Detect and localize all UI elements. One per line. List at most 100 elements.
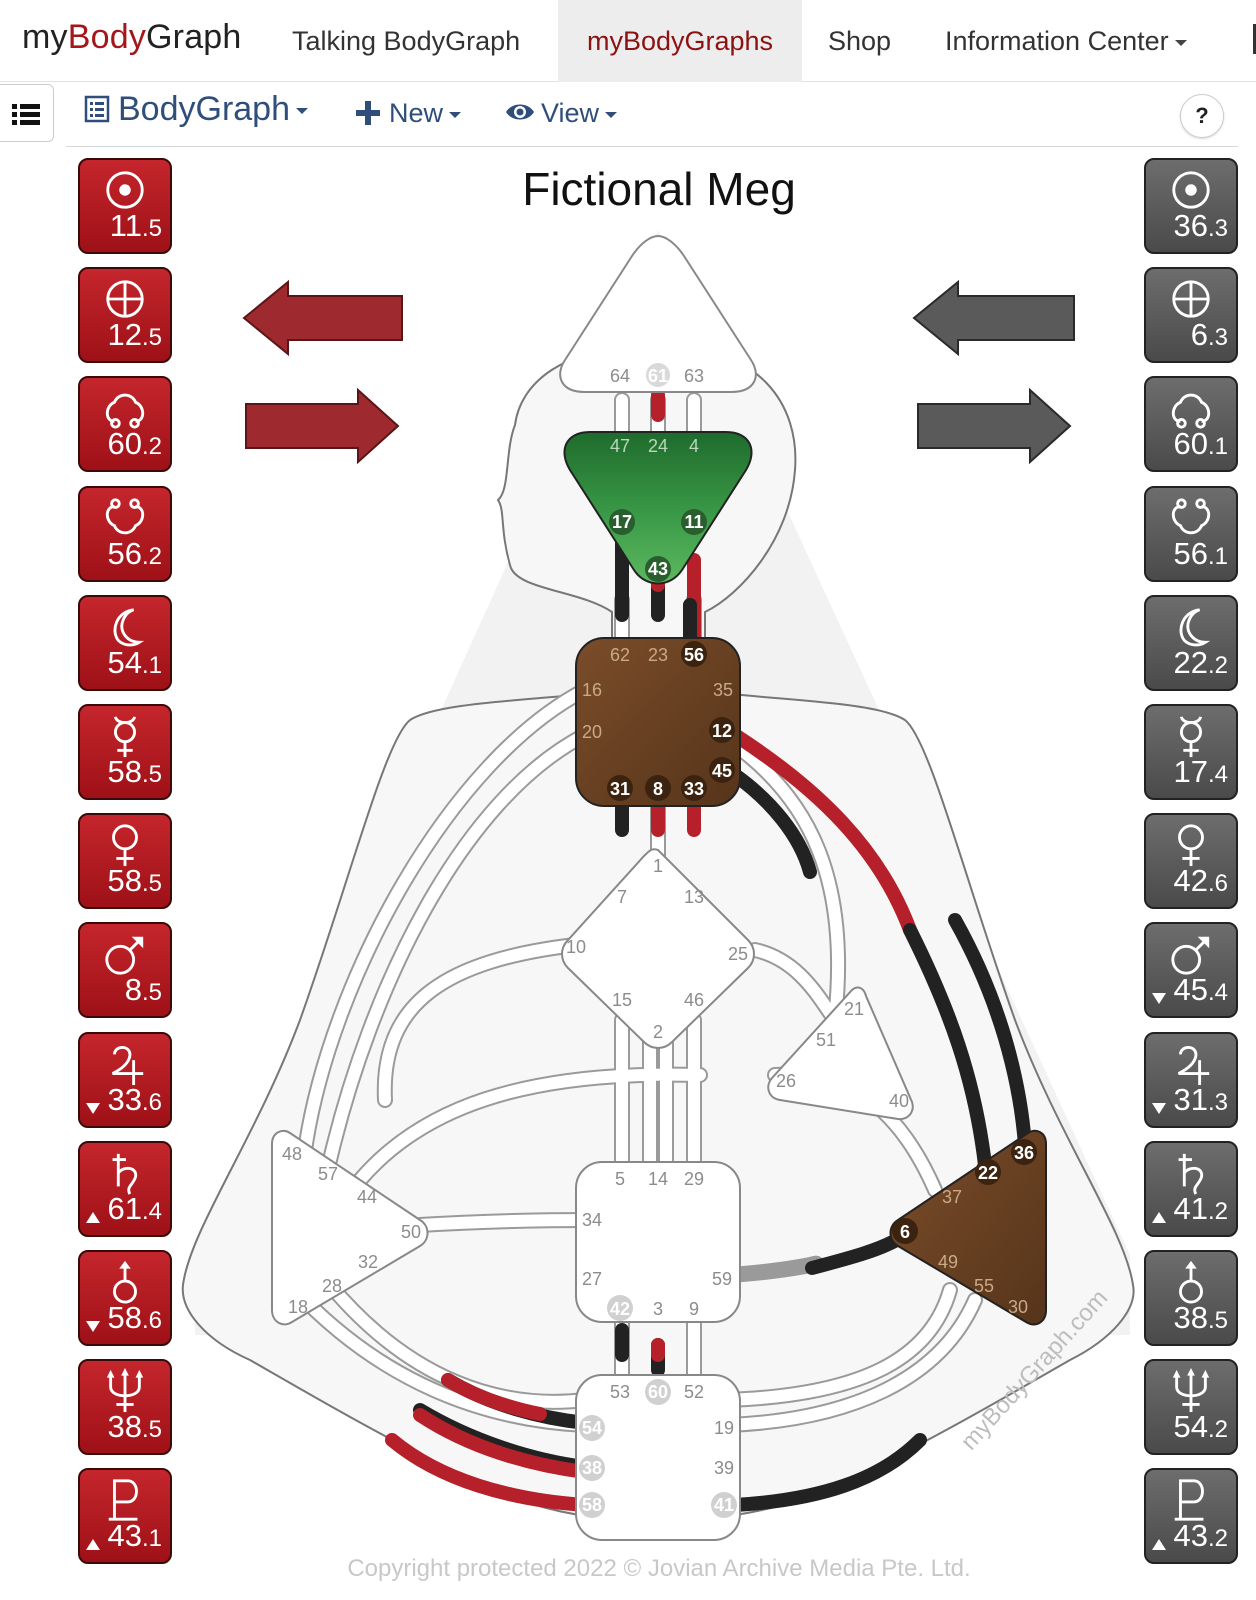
jupiter-icon — [111, 1045, 144, 1085]
gate-number: 41 — [1173, 1190, 1208, 1226]
brand-logo[interactable]: myBodyGraph — [22, 18, 242, 57]
gate-6: 6 — [900, 1222, 910, 1242]
planet-gate-line: 60.1 — [1174, 427, 1229, 464]
line-number: .1 — [1207, 433, 1228, 461]
view-menu-button[interactable]: View — [505, 96, 618, 130]
line-number: .2 — [1207, 1525, 1228, 1553]
gate-number: 58 — [107, 863, 142, 899]
gate-16: 16 — [582, 680, 602, 700]
personality-sun-card[interactable]: 36.3 — [1144, 158, 1238, 254]
brand-part-my: my — [22, 18, 68, 56]
personality-mercury-card[interactable]: 17.4 — [1144, 704, 1238, 800]
gate-25: 25 — [728, 944, 748, 964]
venus-icon — [1178, 824, 1204, 867]
personality-jupiter-card[interactable]: 31.3 — [1144, 1031, 1238, 1128]
gate-41: 41 — [714, 1495, 734, 1515]
nav-mybodygraphs-label: myBodyGraphs — [586, 26, 774, 56]
gate-46: 46 — [684, 990, 704, 1010]
gate-number: 33 — [107, 1081, 142, 1117]
planet-gate-line: 58.6 — [108, 1301, 163, 1338]
personality-south-node-card[interactable]: 56.1 — [1144, 485, 1238, 582]
gate-12: 12 — [712, 721, 732, 741]
gate-19: 19 — [714, 1418, 734, 1438]
planet-gate-line: 41.2 — [1173, 1190, 1229, 1229]
design-earth-card[interactable]: 12.5 — [78, 267, 172, 364]
gate-number: 61 — [107, 1190, 142, 1226]
design-mercury-card[interactable]: 58.5 — [78, 704, 172, 800]
line-number: .5 — [141, 215, 162, 242]
gate-32: 32 — [358, 1252, 378, 1272]
toolbar-divider — [66, 146, 1238, 147]
gate-63: 63 — [684, 366, 704, 386]
planet-gate-line: 43.1 — [108, 1519, 163, 1556]
line-number: .5 — [1207, 1307, 1228, 1334]
nav-mybodygraphs[interactable]: myBodyGraphs — [558, 0, 802, 82]
planet-gate-line: 43.2 — [1174, 1519, 1229, 1556]
gate-61: 61 — [648, 366, 668, 386]
line-number: .4 — [1207, 979, 1228, 1007]
top-navbar: myBodyGraph Talking BodyGraph myBodyGrap… — [0, 0, 1256, 82]
gate-56: 56 — [684, 645, 704, 665]
nav-shop[interactable]: Shop — [808, 0, 911, 82]
gate-60: 60 — [648, 1382, 668, 1402]
design-neptune-card[interactable]: 38.5 — [78, 1359, 172, 1456]
personality-uranus-card[interactable]: 38.5 — [1144, 1250, 1238, 1346]
new-menu-button[interactable]: New — [355, 96, 462, 130]
bodygraph-menu-button[interactable]: BodyGraph — [84, 92, 308, 126]
design-venus-card[interactable]: 58.5 — [78, 813, 172, 910]
gate-26: 26 — [776, 1071, 796, 1091]
help-button[interactable]: ? — [1180, 94, 1224, 138]
design-uranus-card[interactable]: 58.6 — [78, 1250, 172, 1346]
gate-29: 29 — [684, 1169, 704, 1189]
gate-43: 43 — [648, 559, 668, 579]
nav-talking-bodygraph[interactable]: Talking BodyGraph — [272, 0, 540, 82]
planet-gate-line: 12.5 — [108, 318, 163, 355]
line-number: .6 — [1207, 870, 1228, 898]
head-center — [559, 234, 757, 393]
sidebar-toggle-button[interactable] — [0, 84, 54, 142]
moon-icon — [113, 608, 145, 647]
mars-icon — [1171, 937, 1210, 975]
personality-saturn-card[interactable]: 41.2 — [1144, 1140, 1238, 1237]
earth-icon — [1172, 280, 1210, 318]
gate-number: 45 — [1173, 972, 1208, 1008]
design-jupiter-card[interactable]: 33.6 — [78, 1031, 172, 1128]
ajna-center — [563, 431, 753, 585]
design-south-node-card[interactable]: 56.2 — [78, 485, 172, 582]
line-number: .5 — [141, 979, 162, 1007]
triangle-up-icon — [1152, 1211, 1166, 1223]
gate-number: 43 — [1173, 1518, 1208, 1554]
personality-pluto-card[interactable]: 43.2 — [1144, 1468, 1238, 1565]
gate-47: 47 — [610, 436, 630, 456]
gate-number: 36 — [1173, 208, 1208, 243]
design-mars-card[interactable]: 8.5 — [78, 922, 172, 1019]
personality-mars-card[interactable]: 45.4 — [1144, 922, 1238, 1019]
design-north-node-card[interactable]: 60.2 — [78, 376, 172, 473]
gate-53: 53 — [610, 1382, 630, 1402]
design-sun-card[interactable]: 11.5 — [78, 158, 172, 254]
personality-moon-card[interactable]: 22.2 — [1144, 594, 1238, 691]
gate-number: 22 — [1173, 644, 1208, 680]
line-number: .2 — [1207, 651, 1228, 679]
design-pluto-card[interactable]: 43.1 — [78, 1468, 172, 1565]
nav-information-center-label: Information Center — [945, 26, 1169, 56]
gate-40: 40 — [889, 1091, 909, 1111]
design-saturn-card[interactable]: 61.4 — [78, 1140, 172, 1237]
nav-information-center[interactable]: Information Center — [925, 0, 1207, 82]
gate-number: 17 — [1173, 754, 1208, 789]
gate-22: 22 — [978, 1163, 998, 1183]
gate-38: 38 — [582, 1458, 602, 1478]
gate-number: 38 — [107, 1409, 142, 1445]
design-moon-card[interactable]: 54.1 — [78, 594, 172, 691]
planet-gate-line: 58.5 — [108, 755, 163, 792]
saturn-icon — [112, 1153, 138, 1195]
personality-earth-card[interactable]: 6.3 — [1144, 267, 1238, 364]
chart-title: Fictional Meg — [522, 163, 796, 215]
personality-north-node-card[interactable]: 60.1 — [1144, 376, 1238, 473]
personality-neptune-card[interactable]: 54.2 — [1144, 1359, 1238, 1456]
gate-62: 62 — [610, 645, 630, 665]
gate-13: 13 — [684, 887, 704, 907]
new-menu-label: New — [389, 98, 444, 128]
personality-venus-card[interactable]: 42.6 — [1144, 813, 1238, 910]
mars-icon — [105, 937, 144, 975]
